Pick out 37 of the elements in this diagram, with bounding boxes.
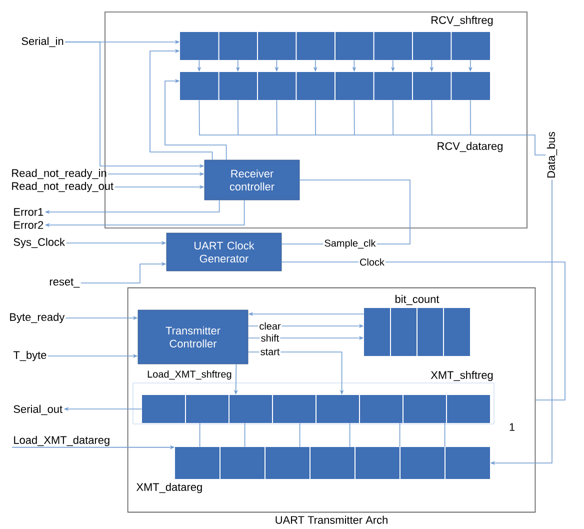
arrow xyxy=(150,48,213,160)
edge-label: Clock xyxy=(358,257,386,267)
signal-label: Data_bus xyxy=(546,132,558,178)
signal-label: Sys_Clock xyxy=(14,238,65,248)
register-bar: RCV_shftreg xyxy=(180,16,493,60)
signal-label: T_byte xyxy=(13,350,46,362)
controller-box: Receiver controller xyxy=(204,160,300,200)
edge-label: clear xyxy=(258,321,282,331)
node-label: XMT_shftreg xyxy=(430,370,493,382)
node-label: bit_count xyxy=(395,294,440,306)
connector-line xyxy=(199,422,446,448)
signal-label: Load_XMT_datareg xyxy=(14,436,110,446)
signal-label: Error2 xyxy=(14,221,44,229)
arrow xyxy=(164,78,227,160)
node-label: UART Transmitter Arch xyxy=(276,516,388,524)
signal-label: Error1 xyxy=(14,208,44,216)
signal-label: Byte_ready xyxy=(10,312,65,324)
connector-line xyxy=(281,262,566,400)
register-bar: RCV_datareg xyxy=(180,72,502,152)
register-bar: bit_count xyxy=(364,294,470,356)
signal-label: reset_ xyxy=(50,278,80,288)
connector-line xyxy=(198,100,546,156)
controller-box: Transmitter Controller xyxy=(138,310,248,364)
controller-box: UART Clock Generator xyxy=(166,232,282,272)
signal-label: Read_not_ready_in xyxy=(12,168,106,180)
node-label: RCV_datareg xyxy=(438,142,502,152)
signal-label: Read_not_ready_out xyxy=(12,182,114,192)
edge-label: Load_XMT_shftreg xyxy=(146,369,233,381)
edge-label: Sample_clk xyxy=(323,238,377,250)
node-label: RCV_shftreg xyxy=(432,16,493,26)
register-bar: XMT_datareg xyxy=(136,446,490,494)
node-label: XMT_datareg xyxy=(136,482,202,494)
pin-label: 1 xyxy=(510,423,515,431)
signal-label: Serial_out xyxy=(14,404,62,416)
signal-label: Serial_in xyxy=(22,36,64,48)
edge-label: start xyxy=(259,348,281,356)
edge-label: shift xyxy=(260,333,280,343)
